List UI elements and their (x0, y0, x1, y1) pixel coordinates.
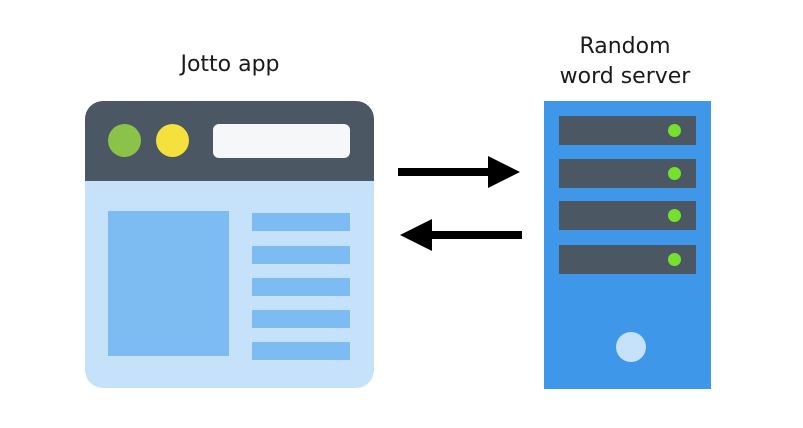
arrow-right-shaft (398, 168, 492, 176)
address-bar (213, 124, 350, 158)
server-slot (559, 201, 696, 230)
status-led-icon (668, 209, 681, 222)
content-line (252, 213, 350, 231)
content-image-block (108, 211, 229, 356)
green-dot-icon (108, 124, 141, 157)
random-word-server-label: Random word server (520, 32, 730, 92)
arrow-right-head (488, 156, 520, 188)
arrow-right-icon (398, 156, 520, 188)
arrow-left-icon (400, 219, 522, 251)
content-line (252, 278, 350, 296)
server-slot (559, 116, 696, 145)
arrow-left-shaft (428, 231, 522, 239)
browser-title-bar (85, 101, 374, 181)
jotto-app-label: Jotto app (180, 52, 280, 77)
content-line (252, 342, 350, 360)
yellow-dot-icon (156, 124, 189, 157)
status-led-icon (668, 124, 681, 137)
server-slot (559, 159, 696, 188)
content-line (252, 310, 350, 328)
server-label-line-1: Random (579, 34, 671, 59)
content-line (252, 246, 350, 264)
status-led-icon (668, 253, 681, 266)
arrow-left-head (400, 219, 432, 251)
power-button-icon (616, 332, 646, 362)
server-label-line-2: word server (559, 64, 691, 89)
browser-window-icon (85, 101, 374, 388)
server-tower-icon (544, 101, 711, 389)
status-led-icon (668, 167, 681, 180)
server-slot (559, 245, 696, 274)
